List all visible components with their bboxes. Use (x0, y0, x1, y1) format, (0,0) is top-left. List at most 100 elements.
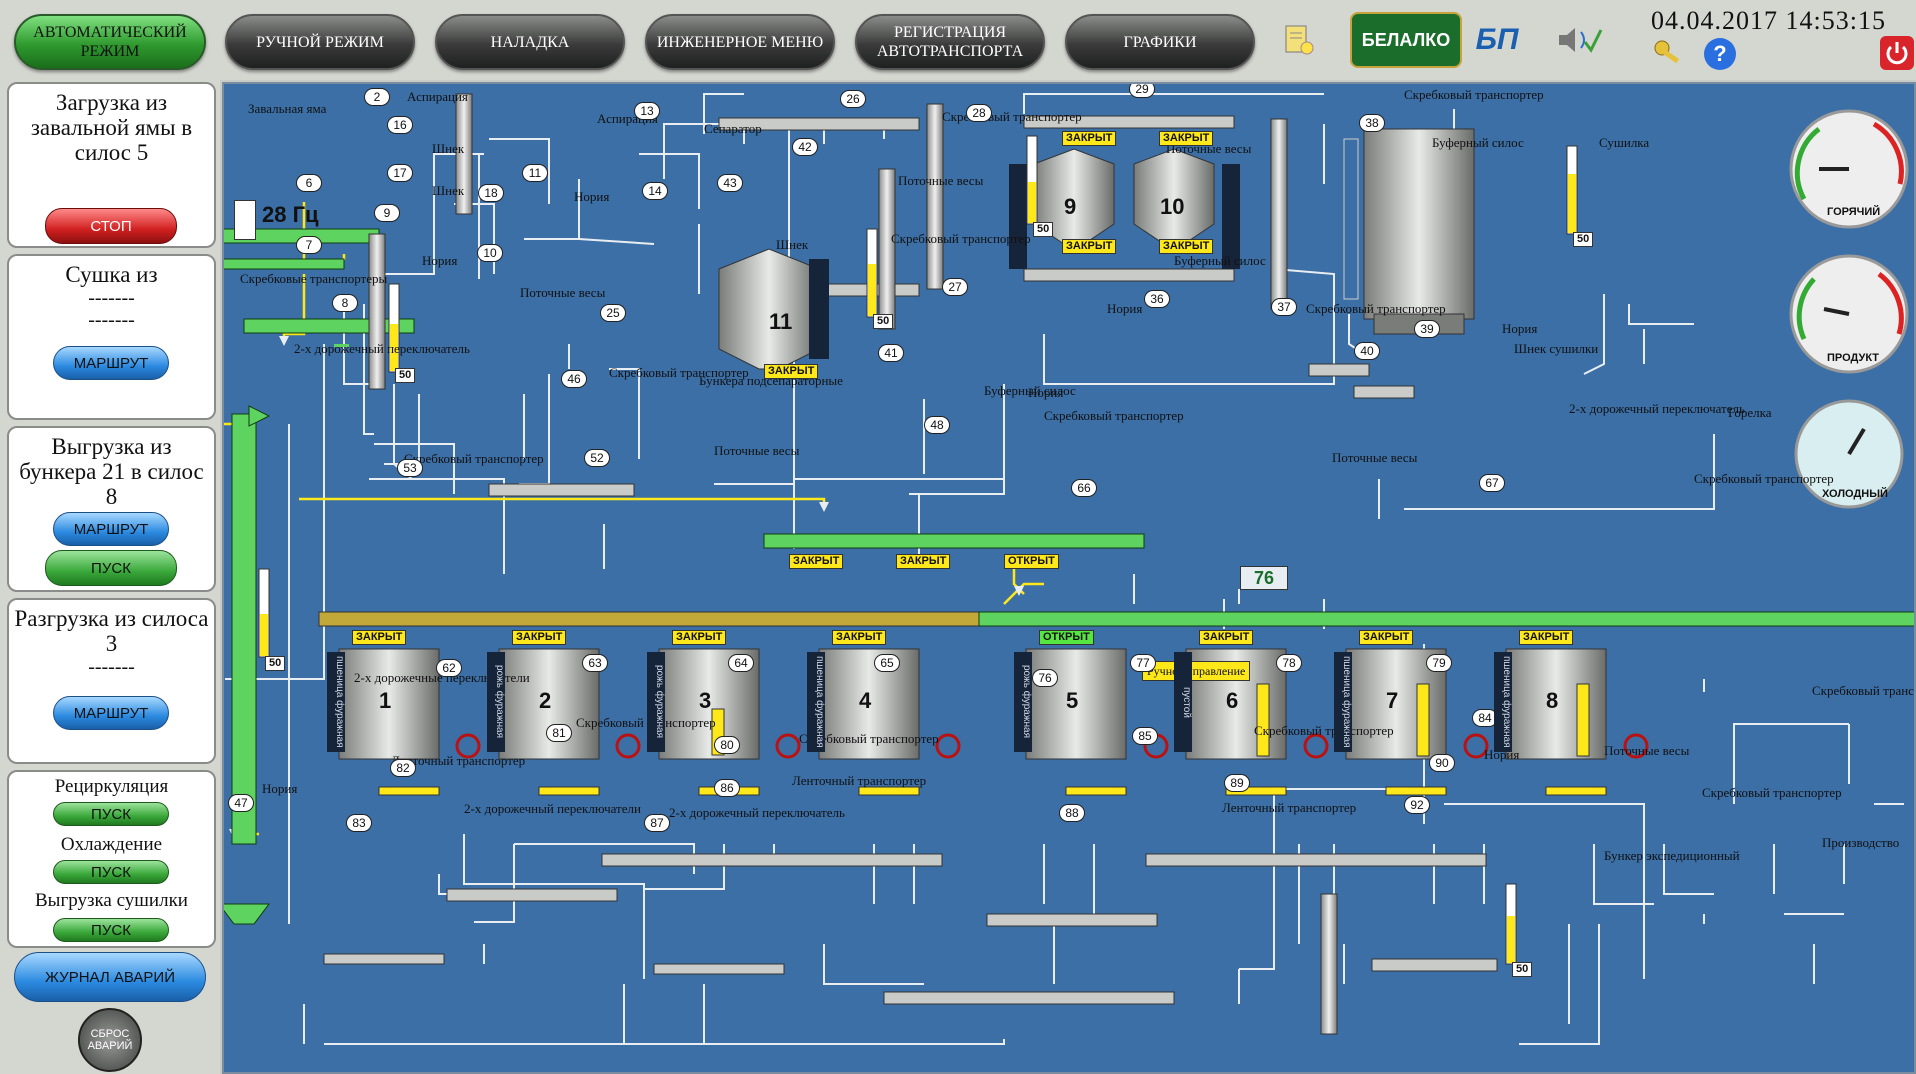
num-52: 52 (584, 449, 610, 467)
num-9: 9 (374, 204, 400, 222)
route-2-title: Сушка из (65, 262, 158, 287)
help-icon[interactable]: ? (1704, 38, 1736, 70)
engineering-menu-button[interactable]: ИНЖЕНЕРНОЕ МЕНЮ (645, 14, 835, 70)
gate-71[interactable]: ЗАКРЫТ (1519, 630, 1574, 645)
lbl-potvesy66: Поточные весы (1332, 450, 1418, 465)
alarm-log-button[interactable]: ЖУРНАЛ АВАРИЙ (14, 952, 206, 1002)
num-66: 66 (1071, 479, 1097, 497)
charts-button[interactable]: ГРАФИКИ (1065, 14, 1255, 70)
route-4-button[interactable]: МАРШРУТ (53, 696, 169, 730)
num-47: 47 (228, 794, 254, 812)
vehicle-registration-button[interactable]: РЕГИСТРАЦИЯ АВТОТРАНСПОРТА (855, 14, 1045, 70)
level-noria41: 50 (873, 314, 894, 329)
num-84: 84 (1472, 709, 1498, 727)
lbl-perekl40: 2-х дорожечный переключатель (1569, 401, 1745, 416)
num-39: 39 (1414, 320, 1440, 338)
lbl-shnek16: Шнек (432, 141, 465, 156)
gate-34[interactable]: ЗАКРЫТ (1062, 239, 1117, 254)
power-icon[interactable] (1880, 36, 1914, 70)
num-62: 62 (436, 659, 462, 677)
num-67: 67 (1479, 474, 1505, 492)
dryer-unload-start-button[interactable]: ПУСК (53, 918, 169, 942)
num-81: 81 (546, 724, 572, 742)
gate-50[interactable]: ЗАКРЫТ (896, 554, 951, 569)
lbl-skreb36: Скребковый транспортер (1306, 301, 1446, 316)
setup-button[interactable]: НАЛАДКА (435, 14, 625, 70)
route-3-start-button[interactable]: ПУСК (45, 550, 177, 586)
num-85: 85 (1132, 727, 1158, 745)
top-bar: АВТОМАТИЧЕСКИЙ РЕЖИМ РУЧНОЙ РЕЖИМ НАЛАДК… (0, 0, 1916, 80)
gauges (1789, 109, 1909, 509)
num-14: 14 (642, 182, 668, 200)
gate-35[interactable]: ЗАКРЫТ (1159, 239, 1214, 254)
silo-8-number: 8 (1546, 688, 1559, 713)
gate-68[interactable]: ОТКРЫТ (1039, 630, 1094, 645)
sound-icon[interactable] (1555, 22, 1605, 58)
gate-56[interactable]: ЗАКРЫТ (672, 630, 727, 645)
scale-66-weight: 76 (1240, 566, 1288, 590)
route-panel: Загрузка из завальной ямы в силос 5 СТОП… (0, 80, 220, 1074)
gate-49[interactable]: ЗАКРЫТ (789, 554, 844, 569)
alarm-reset-button[interactable]: СБРОС АВАРИЙ (78, 1008, 142, 1072)
lbl-skreb43: Скребковый транспортер (891, 231, 1031, 246)
freq-stepper[interactable] (234, 200, 256, 240)
num-8: 8 (332, 294, 358, 312)
lbl-skreb80: Скребковый транспортер (799, 731, 939, 746)
num-38: 38 (1359, 114, 1385, 132)
gate-57[interactable]: ЗАКРЫТ (832, 630, 887, 645)
num-48: 48 (924, 416, 950, 434)
silo-10-number: 10 (1160, 194, 1185, 219)
num-76: 76 (1032, 669, 1058, 687)
level-noria47: 50 (265, 656, 286, 671)
num-10: 10 (477, 244, 503, 262)
route-4-dash: ------- (88, 656, 135, 678)
route-card-1: Загрузка из завальной ямы в силос 5 СТОП (7, 82, 216, 248)
lbl-potvesy10: Поточные весы (520, 285, 606, 300)
num-18: 18 (478, 184, 504, 202)
recirculation-start-button[interactable]: ПУСК (53, 802, 169, 826)
auto-mode-button[interactable]: АВТОМАТИЧЕСКИЙ РЕЖИМ (14, 14, 206, 70)
num-87: 87 (644, 814, 670, 832)
lbl-noria37: Нория (1502, 321, 1538, 336)
manual-control-button[interactable]: Ручное управление (1142, 661, 1251, 681)
num-83: 83 (346, 814, 372, 832)
num-41: 41 (878, 344, 904, 362)
lbl-perekl87: 2-х дорожечный переключатель (669, 805, 845, 820)
silo-2-product: рожь фуражная (487, 652, 505, 752)
lbl-dryer: Сушилка (1599, 135, 1650, 150)
lbl-skreb26: Скребковый транспортер (942, 109, 1082, 124)
pipework (224, 93, 1914, 1045)
route-2-button[interactable]: МАРШРУТ (53, 346, 169, 380)
lbl-separ: Сепаратор (704, 121, 762, 136)
gate-45[interactable]: ЗАКРЫТ (764, 364, 819, 379)
gate-69[interactable]: ЗАКРЫТ (1199, 630, 1254, 645)
gate-55[interactable]: ЗАКРЫТ (512, 630, 567, 645)
num-43: 43 (717, 174, 743, 192)
noria-47 (231, 413, 257, 845)
gate-54[interactable]: ЗАКРЫТ (352, 630, 407, 645)
silo-5-product: рожь фуражная (1014, 652, 1032, 752)
lbl-noria41: Нория (1028, 385, 1064, 400)
gate-70[interactable]: ЗАКРЫТ (1359, 630, 1414, 645)
freq-value: 28 Гц (262, 202, 319, 227)
silo-7-number: 7 (1386, 688, 1399, 713)
gate-30[interactable]: ЗАКРЫТ (1062, 131, 1117, 146)
route-3-title: Выгрузка из бункера 21 в силос 8 (19, 434, 204, 509)
silo-1-product: пшеница фуражная (327, 652, 345, 752)
bp-logo: БП (1475, 23, 1519, 56)
notes-icon[interactable] (1282, 22, 1314, 58)
cooling-start-button[interactable]: ПУСК (53, 860, 169, 884)
num-46: 46 (561, 370, 587, 388)
silo-6-product: пустой (1174, 652, 1192, 752)
num-78: 78 (1276, 654, 1302, 672)
gate-31[interactable]: ЗАКРЫТ (1159, 131, 1214, 146)
route-3-button[interactable]: МАРШРУТ (53, 512, 169, 546)
lbl-shnek14: Шнек (776, 237, 809, 252)
stop-button[interactable]: СТОП (45, 208, 177, 244)
lbl-noria18: Нория (574, 189, 610, 204)
gate-51[interactable]: ОТКРЫТ (1004, 554, 1059, 569)
key-icon[interactable] (1652, 38, 1686, 70)
silo-8-product: пшеница фуражная (1494, 652, 1512, 752)
lbl-shnek17: Шнек (432, 183, 465, 198)
manual-mode-button[interactable]: РУЧНОЙ РЕЖИМ (225, 14, 415, 70)
